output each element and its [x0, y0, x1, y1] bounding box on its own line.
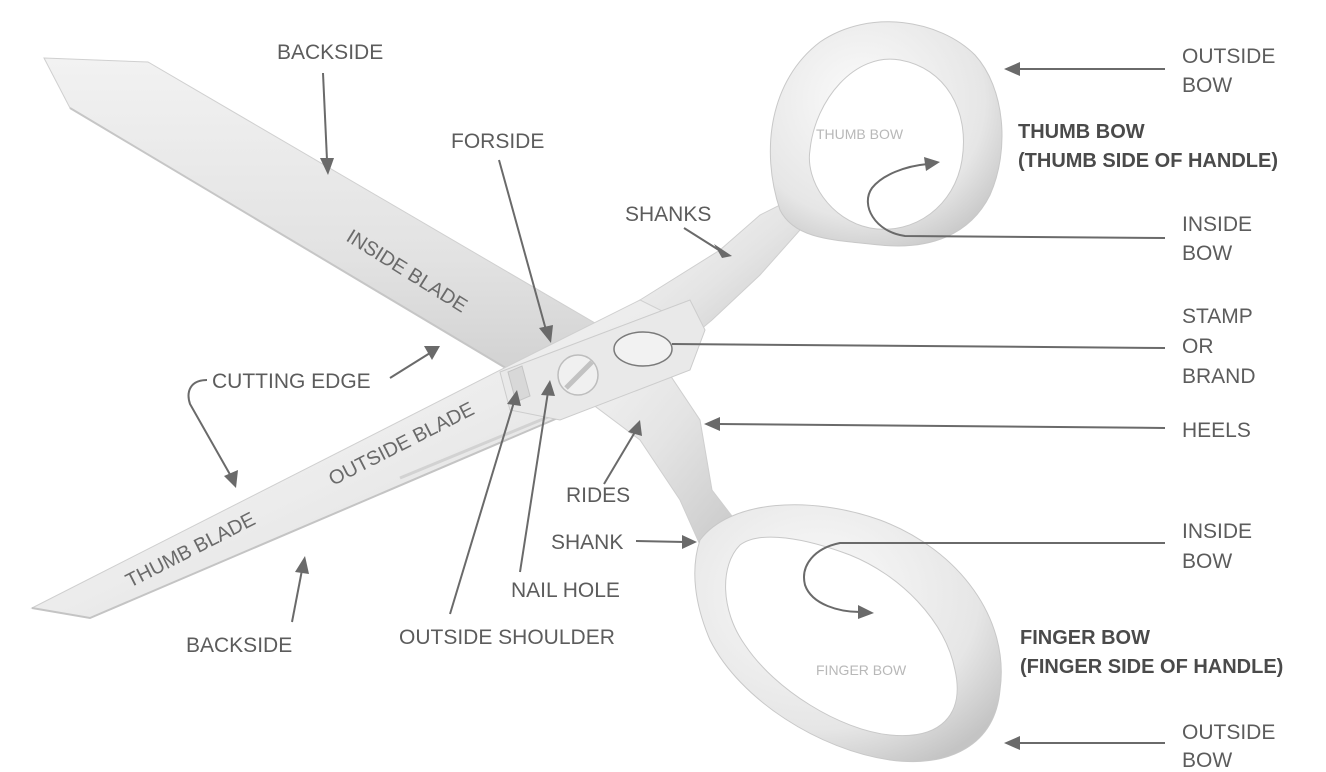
leader-backside-bottom: [291, 569, 303, 623]
label-outside-bow-top-2: BOW: [1182, 74, 1232, 97]
finger-bow-shape: [694, 504, 1002, 762]
stamp-oval: [613, 331, 673, 367]
label-thumb-bow-inner: THUMB BOW: [816, 126, 904, 142]
label-outside-bow-bottom-2: BOW: [1182, 749, 1232, 772]
leader-lines: [187, 62, 1166, 750]
arrow-nail-hole: [541, 380, 555, 396]
label-outside-bow-bottom-1: OUTSIDE: [1182, 721, 1275, 744]
inside-blade-edge: [69, 107, 547, 393]
arrow-cutting-edge-upper: [424, 346, 440, 360]
outside-blade-groove: [399, 410, 561, 480]
leader-stamp: [671, 343, 1166, 349]
label-rides: RIDES: [566, 484, 630, 507]
label-forside: FORSIDE: [451, 130, 544, 153]
label-inside-bow-top-1: INSIDE: [1182, 213, 1252, 236]
arrow-rides: [628, 420, 642, 436]
inside-blade-shape: [43, 57, 613, 393]
leader-outside-shoulder: [449, 401, 515, 615]
leader-inside-bow-top: [866, 163, 1166, 239]
label-backside-top: BACKSIDE: [277, 41, 383, 64]
arrow-inside-bow-top: [924, 157, 940, 171]
leader-rides: [603, 431, 636, 485]
scissors-illustration: [30, 21, 1003, 762]
label-shank: SHANK: [551, 531, 623, 554]
label-finger-bow-title-1: FINGER BOW: [1020, 627, 1150, 649]
arrow-backside-top: [320, 158, 334, 175]
leader-heels: [717, 423, 1166, 429]
thumb-bow-shape: [769, 21, 1003, 247]
leader-forside: [498, 159, 547, 331]
label-finger-bow-inner: FINGER BOW: [816, 662, 907, 678]
label-inside-bow-bottom-2: BOW: [1182, 550, 1232, 573]
leader-shanks: [683, 227, 723, 253]
label-thumb-bow-title-1: THUMB BOW: [1018, 121, 1145, 143]
leader-cutting-edge-upper: [389, 352, 431, 379]
label-finger-bow-title-2: (FINGER SIDE OF HANDLE): [1020, 656, 1283, 678]
label-cutting-edge: CUTTING EDGE: [212, 370, 371, 393]
label-outside-shoulder: OUTSIDE SHOULDER: [399, 626, 615, 649]
label-heels: HEELS: [1182, 419, 1251, 442]
label-inside-bow-top-2: BOW: [1182, 242, 1232, 265]
label-inside-bow-bottom-1: INSIDE: [1182, 520, 1252, 543]
label-thumb-bow-title-2: (THUMB SIDE OF HANDLE): [1018, 150, 1278, 172]
leader-cutting-edge-lower: [187, 379, 233, 479]
arrow-outside-shoulder: [507, 390, 521, 406]
arrow-heels: [704, 417, 720, 431]
label-outside-bow-top-1: OUTSIDE: [1182, 45, 1275, 68]
label-stamp-3: BRAND: [1182, 365, 1256, 388]
arrow-shanks: [714, 244, 732, 258]
label-backside-bottom: BACKSIDE: [186, 634, 292, 657]
label-stamp-2: OR: [1182, 335, 1214, 358]
label-nail-hole: NAIL HOLE: [511, 579, 620, 602]
arrow-forside: [539, 325, 553, 343]
arrow-outside-bow-bottom: [1004, 736, 1020, 750]
outside-shoulder-notch: [507, 365, 531, 403]
label-stamp-1: STAMP: [1182, 305, 1253, 328]
leader-nail-hole: [519, 391, 549, 573]
arrow-outside-bow-top: [1004, 62, 1020, 76]
leader-inside-bow-bottom: [803, 542, 1165, 613]
arrow-inside-bow-bottom: [858, 605, 874, 619]
arrow-shank: [682, 535, 697, 549]
arrow-cutting-edge-lower: [224, 470, 238, 488]
outside-blade-edge: [31, 399, 601, 620]
arrow-backside-bottom: [295, 556, 309, 574]
leader-backside-top: [322, 72, 328, 161]
leader-shank: [635, 540, 686, 543]
screw-slot: [564, 360, 594, 390]
label-shanks: SHANKS: [625, 203, 711, 226]
